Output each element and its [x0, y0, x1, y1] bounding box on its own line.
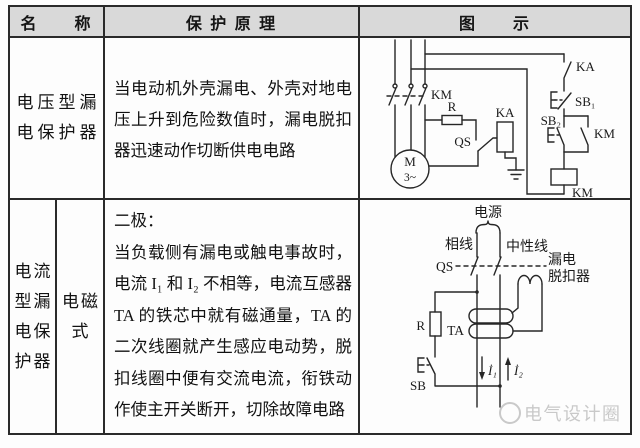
sb2-label: SB₂ — [541, 113, 561, 128]
voltage-type-circuit-diagram: KM M 3~ R — [386, 39, 615, 198]
control-return-wire — [410, 68, 565, 195]
resistor-label: R — [416, 318, 425, 333]
qs-label: QS — [454, 134, 471, 149]
current-arrow-i2 — [505, 357, 511, 381]
ka-coil-box — [496, 121, 514, 153]
ta-transformer — [468, 308, 514, 339]
row2-subtype-line1: 电磁 — [62, 291, 100, 311]
earth-symbol — [507, 169, 525, 180]
qs-label: QS — [436, 259, 453, 274]
row2-name-line1: 电流 — [14, 261, 53, 281]
table-row-current-type: 电流 型漏 电保 护器 电磁 式 二极： 当负载侧有漏电或触电事故时，电流 I₁… — [10, 200, 630, 433]
row2-name-main: 电流 型漏 电保 护器 — [10, 200, 57, 433]
motor-phase-label: 3~ — [404, 172, 416, 184]
header-name: 名 称 — [10, 7, 105, 36]
resistor-box — [441, 114, 463, 126]
power-label: 电源 — [474, 205, 502, 221]
current-arrow-i1 — [479, 356, 485, 380]
resistor-label: R — [448, 99, 457, 114]
km-coil-box — [550, 168, 578, 186]
row2-name: 电流 型漏 电保 护器 电磁 式 — [10, 200, 105, 433]
row2-name-line3: 电保 — [14, 321, 53, 341]
watermark-logo-icon — [499, 402, 521, 424]
resistor-branch — [424, 114, 477, 141]
protection-table: 名 称 保 护 原 理 图 示 电压型漏 电保护器 当电动机外壳漏电、外壳对地电… — [8, 5, 632, 435]
km-main-contact-label: KM — [431, 87, 452, 102]
row1-name-line1: 电压型漏 — [16, 93, 101, 112]
sb1-button — [550, 91, 572, 117]
ta-ring-top — [468, 308, 514, 324]
phase-conductor — [470, 232, 479, 408]
watermark: 电气设计圈 — [499, 402, 622, 424]
tripper-label-line1: 漏电 — [548, 252, 576, 268]
row2-name-line2: 型漏 — [14, 291, 53, 311]
ta-ring-bottom — [468, 323, 514, 339]
row2-principle-heading: 二极： — [114, 211, 164, 230]
phase-line-label: 相线 — [445, 237, 473, 253]
sb-label: SB — [410, 378, 426, 393]
row1-principle: 当电动机外壳漏电、外壳对地电压上升到危险数值时，漏电脱扣器迅速动作切断供电电路 — [105, 38, 360, 198]
table-row-voltage-type: 电压型漏 电保护器 当电动机外壳漏电、外壳对地电压上升到危险数值时，漏电脱扣器迅… — [10, 38, 630, 200]
three-phase-lines — [386, 39, 428, 158]
row2-subtype: 电磁 式 — [57, 200, 103, 433]
row1-name-line2: 电保护器 — [16, 123, 101, 142]
km-contact-label: KM — [594, 126, 615, 141]
tripper-label-line2: 脱扣器 — [548, 269, 590, 285]
motor-symbol: M 3~ — [390, 149, 430, 189]
ka-relay-coil — [496, 121, 525, 180]
ka-contact-label: KA — [576, 59, 595, 74]
resistor-box — [429, 311, 442, 337]
row1-diagram-cell: KM M 3~ R — [360, 38, 630, 198]
row2-principle-text: 当负载侧有漏电或触电事故时，电流 I₁ 和 I₂ 不相等，电流互感器 TA 的铁… — [114, 242, 352, 420]
row1-name: 电压型漏 电保护器 — [10, 38, 105, 198]
km-holding-contact — [563, 115, 589, 153]
row2-principle: 二极： 当负载侧有漏电或触电事故时，电流 I₁ 和 I₂ 不相等，电流互感器 T… — [105, 200, 360, 433]
neutral-line-label: 中性线 — [506, 239, 548, 255]
i1-label: İ₁ — [487, 363, 497, 378]
ka-coil-label: KA — [496, 105, 515, 120]
power-brace — [475, 220, 501, 234]
watermark-text: 电气设计圈 — [524, 404, 622, 424]
sb2-button — [547, 115, 565, 153]
row1-principle-text: 当电动机外壳漏电、外壳对地电压上升到危险数值时，漏电脱扣器迅速动作切断供电电路 — [114, 78, 352, 160]
i2-label: İ₂ — [513, 363, 523, 378]
junction-dot — [498, 384, 502, 388]
header-principle: 保 护 原 理 — [105, 7, 360, 36]
sb1-label: SB₁ — [575, 94, 595, 109]
sb-test-button — [417, 335, 502, 388]
trip-coil — [511, 274, 543, 332]
km-coil-label: KM — [572, 185, 593, 198]
junction-dot — [475, 290, 479, 294]
ka-contact — [563, 53, 572, 92]
current-type-circuit-diagram: 电源 相线 中性线 QS 漏电 — [410, 205, 622, 424]
row2-subtype-line2: 式 — [71, 321, 91, 341]
row2-diagram-cell: 电源 相线 中性线 QS 漏电 — [360, 200, 630, 433]
motor-letter: M — [404, 154, 416, 169]
table-header-row: 名 称 保 护 原 理 图 示 — [10, 7, 630, 38]
neutral-conductor — [493, 232, 502, 408]
header-diagram: 图 示 — [458, 15, 531, 33]
ta-label: TA — [447, 323, 464, 338]
km-coil — [550, 151, 578, 195]
row2-name-line4: 护器 — [14, 351, 53, 371]
